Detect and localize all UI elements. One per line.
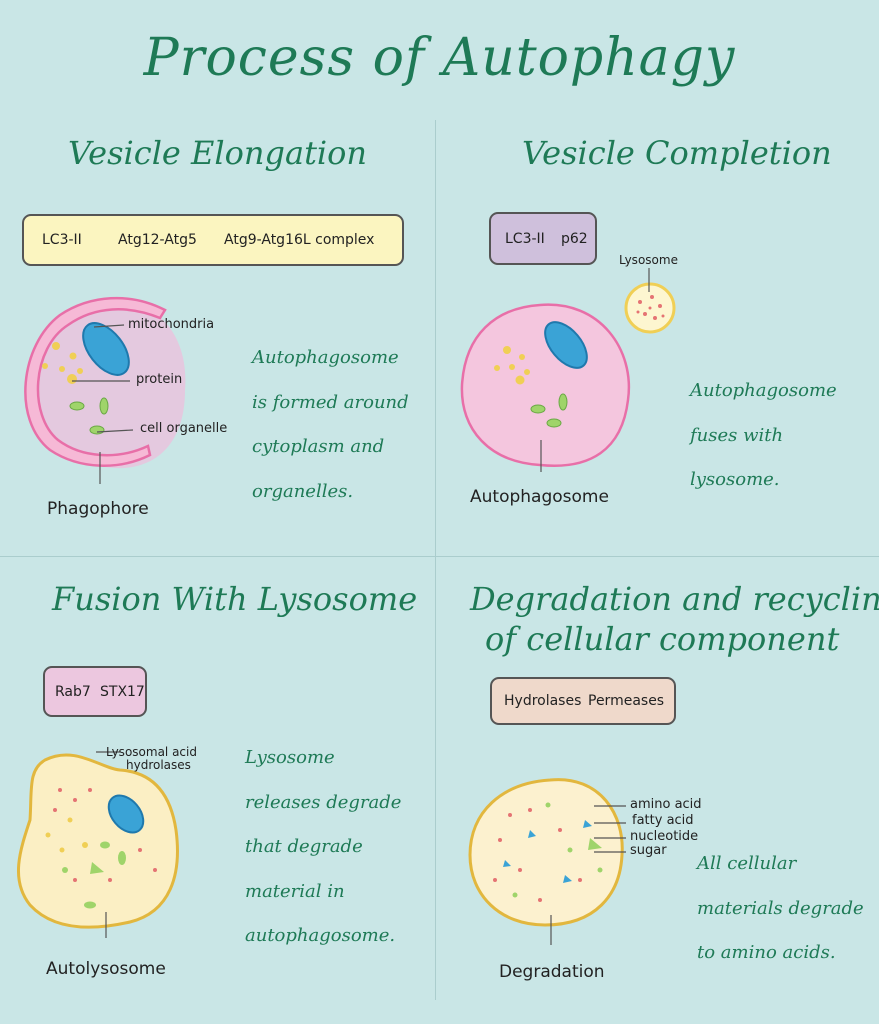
protein-stx17: STX17: [100, 683, 145, 700]
description-line: Autophagosome: [690, 380, 837, 401]
protein-atg9-atg16l: Atg9-Atg16L complex: [224, 232, 375, 248]
description-line: to amino acids.: [697, 942, 836, 963]
hydrolases-label-line1: Lysosomal acid: [106, 745, 197, 759]
autophagosome-illustration: [460, 303, 631, 472]
description-line: Lysosome: [245, 747, 335, 768]
completion-description: Autophagosome fuses with lysosome.: [690, 369, 837, 503]
horizontal-divider: [0, 556, 879, 557]
description-line: All cellular: [697, 853, 797, 874]
completion-protein-box: LC3-II p62: [489, 212, 597, 265]
protein-atg12-atg5: Atg12-Atg5: [118, 232, 197, 248]
degradation-title-line2: of cellular component: [485, 620, 840, 658]
elongation-description: Autophagosome is formed around cytoplasm…: [252, 336, 409, 514]
hydrolases-label-line2: hydrolases: [126, 758, 191, 772]
mitochondria-label: mitochondria: [128, 317, 215, 332]
protein-rab7: Rab7: [55, 683, 91, 700]
description-line: material in: [245, 880, 345, 902]
phagophore-illustration: [24, 296, 186, 484]
elongation-protein-box: LC3-II Atg12-Atg5 Atg9-Atg16L complex: [22, 214, 404, 266]
page-title: Process of Autophagy: [143, 28, 736, 88]
protein-permeases: Permeases: [588, 693, 665, 709]
degradation-protein-box: Hydrolases Permeases: [490, 677, 676, 725]
nucleotide-label: nucleotide: [630, 829, 699, 844]
protein-lc3-ii: LC3-II: [42, 232, 82, 248]
protein-p62: p62: [561, 230, 588, 247]
description-line: fuses with: [690, 424, 784, 446]
elongation-title: Vesicle Elongation: [68, 134, 368, 172]
description-line: is formed around: [252, 391, 409, 413]
protein-label: protein: [136, 372, 183, 387]
degradation-illustration: [468, 778, 626, 945]
autolysosome-caption: Autolysosome: [46, 959, 166, 979]
cell-organelle-label: cell organelle: [140, 421, 228, 436]
description-line: releases degrade: [245, 791, 402, 813]
degradation-caption: Degradation: [499, 962, 605, 982]
fatty-acid-label: fatty acid: [632, 813, 694, 828]
protein-hydrolases: Hydrolases: [504, 693, 582, 709]
description-line: cytoplasm and: [252, 436, 385, 457]
fusion-title: Fusion With Lysosome: [52, 580, 418, 618]
autophagosome-caption: Autophagosome: [470, 487, 609, 507]
vertical-divider: [435, 120, 436, 1000]
lysosome-illustration: [624, 268, 676, 334]
description-line: lysosome.: [690, 469, 780, 490]
fusion-description: Lysosome releases degrade that degrade m…: [245, 736, 401, 959]
phagophore-caption: Phagophore: [47, 499, 149, 519]
description-line: that degrade: [245, 836, 363, 857]
description-line: Autophagosome: [252, 347, 399, 368]
protein-lc3-ii: LC3-II: [505, 230, 545, 247]
completion-title: Vesicle Completion: [522, 134, 832, 172]
sugar-label: sugar: [630, 843, 667, 858]
autolysosome-illustration: [16, 751, 179, 938]
amino-acid-label: amino acid: [630, 797, 702, 812]
description-line: autophagosome.: [245, 925, 396, 946]
degradation-title-line1: Degradation and recycling: [470, 580, 879, 618]
lysosome-label: Lysosome: [619, 253, 678, 267]
degradation-description: All cellular materials degrade to amino …: [697, 842, 864, 976]
fusion-protein-box: Rab7 STX17: [43, 666, 147, 717]
description-line: organelles.: [252, 480, 354, 502]
description-line: materials degrade: [697, 897, 864, 919]
